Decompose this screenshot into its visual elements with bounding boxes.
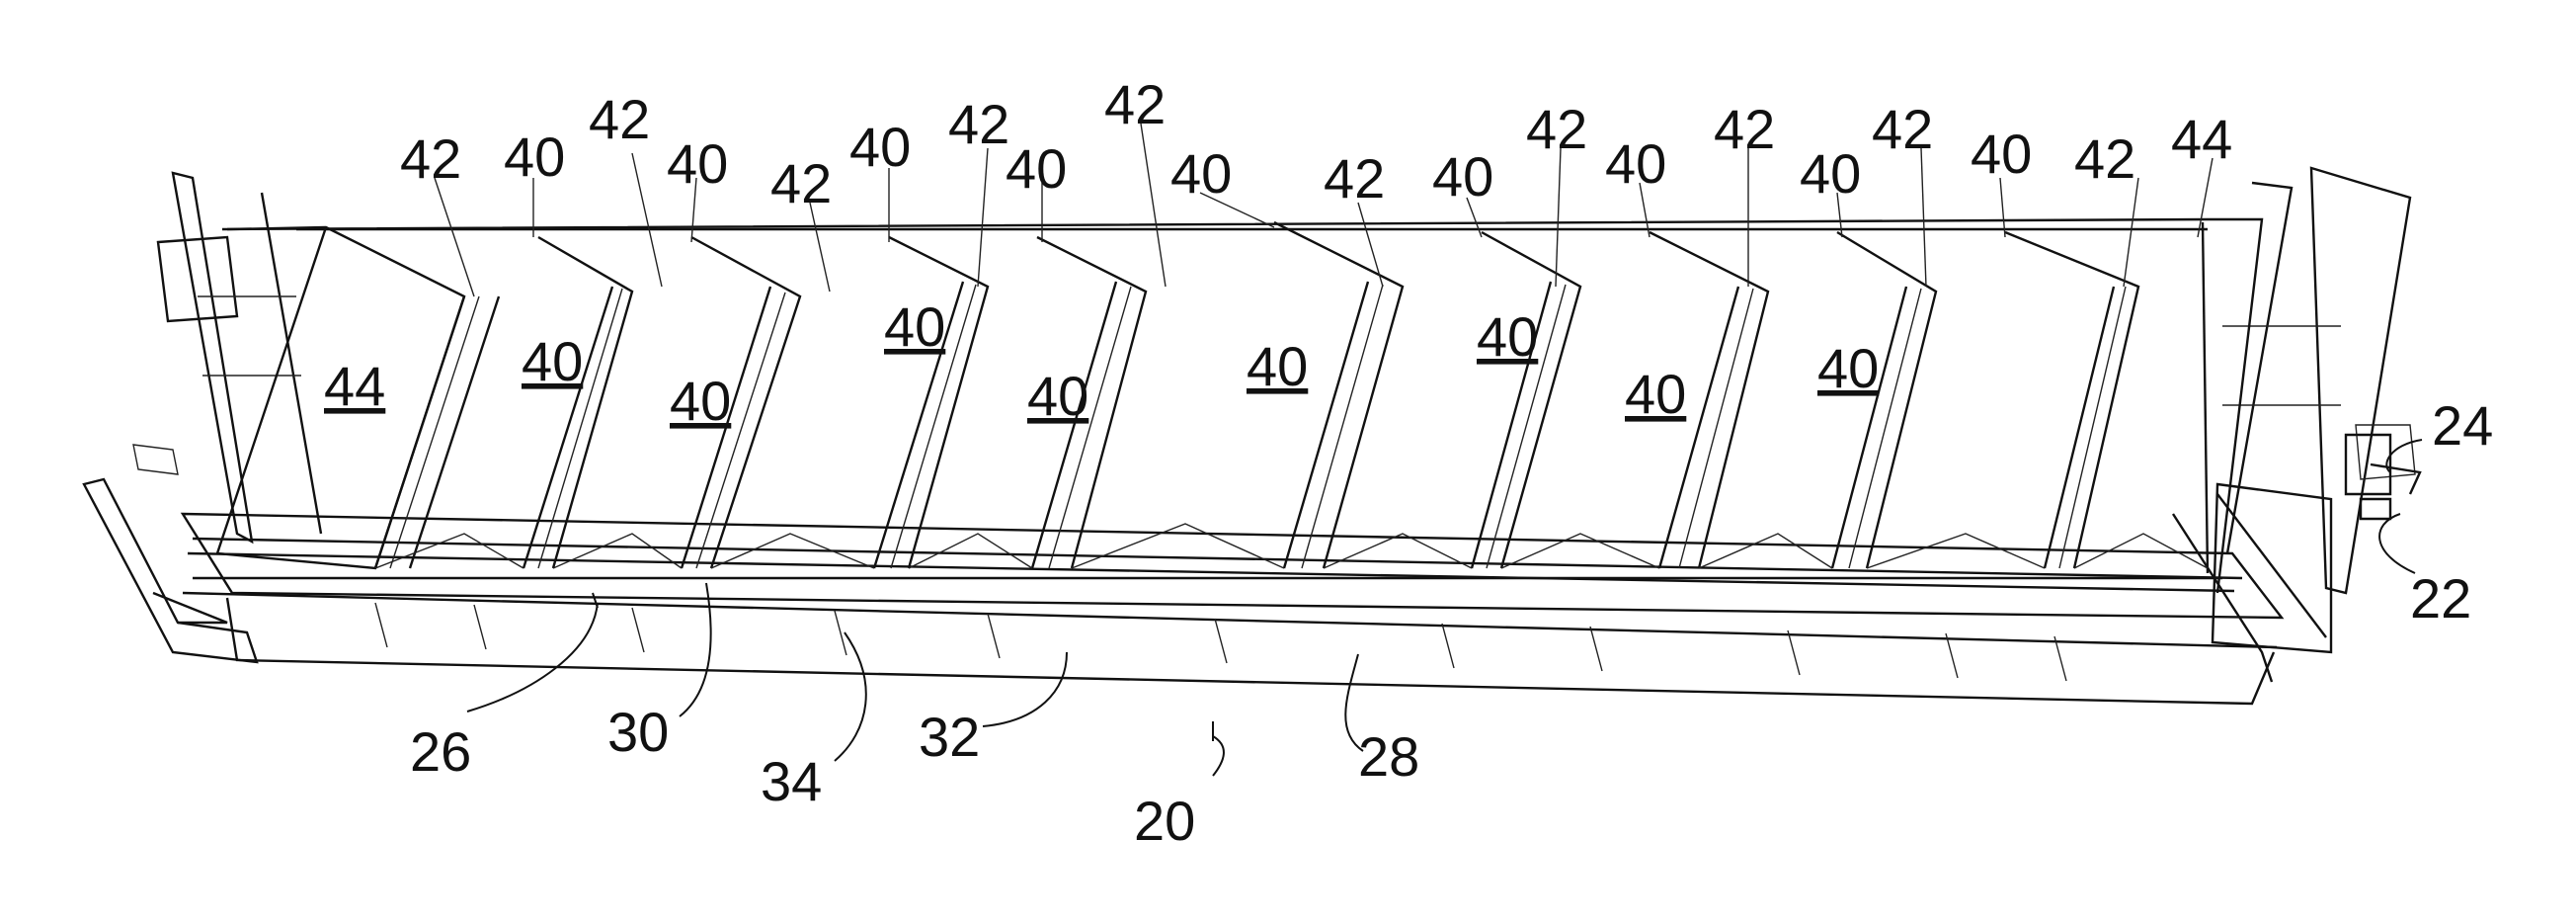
ref-22: 22 xyxy=(2410,567,2471,629)
callout-40-e: 40 xyxy=(1170,142,1232,205)
callout-40-h: 40 xyxy=(1800,142,1861,205)
end-panel-label-left: 44 xyxy=(324,355,385,417)
pocket-label-6: 40 xyxy=(1477,305,1538,368)
callout-42-b: 42 xyxy=(589,88,650,150)
label-layer: 42 40 42 40 42 40 42 40 42 40 42 40 42 4… xyxy=(324,73,2493,852)
pocket-label-2: 40 xyxy=(670,370,731,432)
underframe xyxy=(183,514,2282,704)
callout-40-f: 40 xyxy=(1432,145,1493,208)
ref-30: 30 xyxy=(607,701,669,763)
pocket-label-5: 40 xyxy=(1247,335,1308,397)
callout-42-i: 42 xyxy=(1872,98,1933,160)
pocket-label-7: 40 xyxy=(1625,363,1686,425)
ref-20: 20 xyxy=(1134,790,1195,852)
ref-34: 34 xyxy=(761,750,822,812)
callout-42-f: 42 xyxy=(1324,147,1385,210)
callout-40-a: 40 xyxy=(504,126,565,188)
pocket-label-8: 40 xyxy=(1817,337,1879,399)
callout-40-g: 40 xyxy=(1605,132,1666,195)
callout-40-b: 40 xyxy=(667,132,728,195)
callout-42-c: 42 xyxy=(770,152,832,214)
callout-42-j: 42 xyxy=(2074,127,2135,190)
callout-42-g: 42 xyxy=(1526,98,1587,160)
top-chord xyxy=(193,219,2262,593)
callout-40-d: 40 xyxy=(1006,137,1067,200)
callout-42-h: 42 xyxy=(1714,98,1775,160)
callout-40-c: 40 xyxy=(849,116,911,178)
pocket-label-1: 40 xyxy=(522,330,583,392)
right-end-structure xyxy=(2173,168,2415,682)
pocket-label-3: 40 xyxy=(884,295,945,358)
callout-42-a: 42 xyxy=(400,127,461,190)
callout-40-i: 40 xyxy=(1971,123,2032,185)
callout-42-e: 42 xyxy=(1104,73,1166,135)
pocket-label-4: 40 xyxy=(1027,365,1088,427)
callout-42-d: 42 xyxy=(948,93,1009,155)
ref-24: 24 xyxy=(2432,394,2493,457)
ref-28: 28 xyxy=(1358,725,1419,788)
ref-32: 32 xyxy=(919,706,980,768)
ref-26: 26 xyxy=(410,720,471,783)
callout-44-right: 44 xyxy=(2171,108,2232,170)
left-end-structure xyxy=(84,173,321,662)
